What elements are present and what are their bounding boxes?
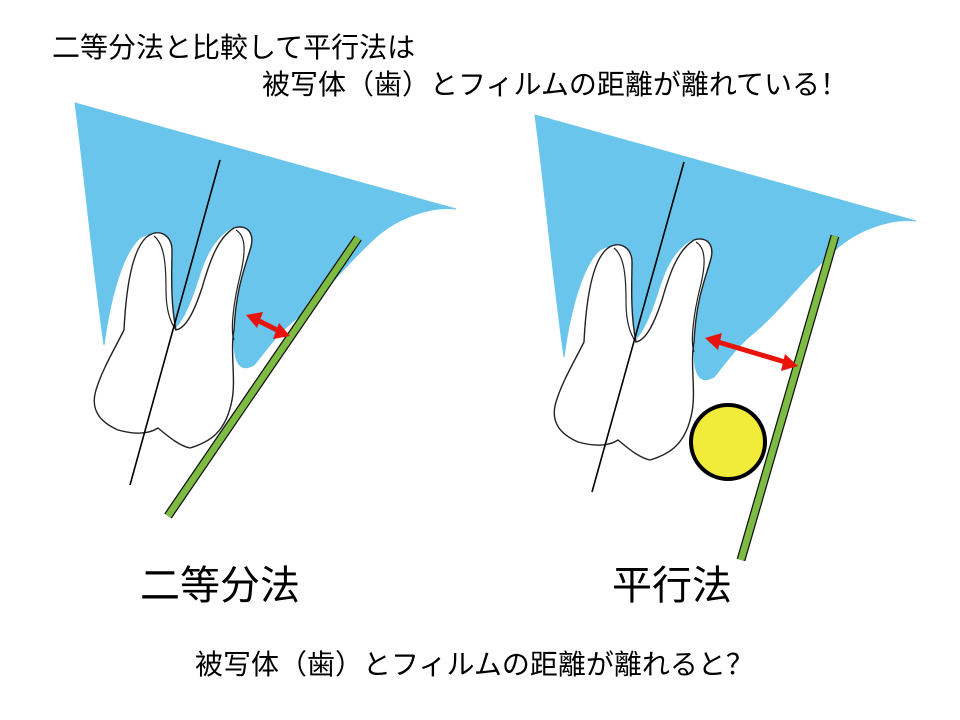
distance-arrow [705, 333, 798, 371]
film-bar-fill [737, 235, 839, 561]
tooth-axis-line [129, 159, 221, 486]
paralleling-label: 平行法 [612, 563, 732, 609]
bisecting-label: 二等分法 [140, 563, 300, 609]
focus-circle [689, 403, 767, 481]
heading-line-1: 二等分法と比較して平行法は [52, 31, 416, 64]
paralleling-diagram [534, 114, 917, 562]
film-bar-fill [165, 236, 361, 518]
tooth-axis-line [591, 161, 685, 493]
heading-line-2: 被写体（歯）とフィルムの距離が離れている！ [262, 68, 849, 101]
bisecting-diagram [74, 102, 457, 519]
distance-arrow [246, 312, 290, 339]
footer-question: 被写体（歯）とフィルムの距離が離れると？ [195, 648, 754, 681]
